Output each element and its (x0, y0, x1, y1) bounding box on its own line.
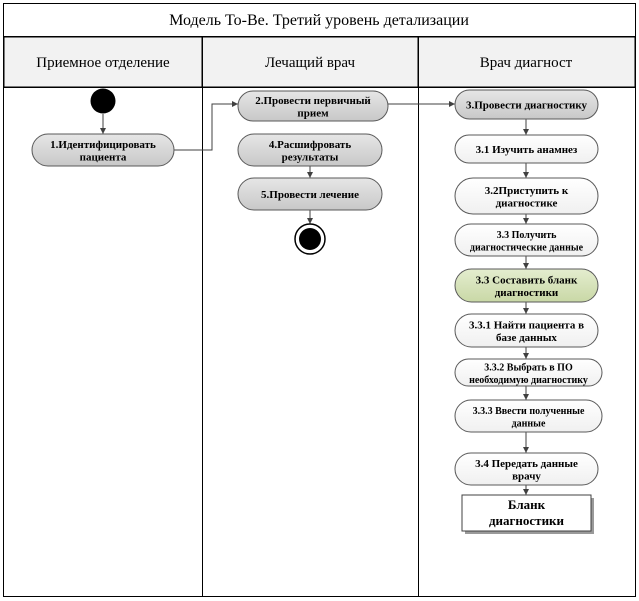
node-label-line: диагностики (495, 287, 559, 299)
node-shape (454, 399, 603, 433)
node-label-line: диагностики (489, 513, 565, 528)
document-box (461, 494, 592, 532)
node-label-line: 5.Провести лечение (261, 189, 359, 201)
node-label-line: 3.3.3 Ввести полученные (473, 406, 585, 417)
node-shape (237, 177, 383, 211)
lane-label-physician: Лечащий врач (265, 55, 356, 71)
node-label-line: 3.3.1 Найти пациента в (469, 319, 584, 331)
node-label-line: данные (512, 418, 546, 429)
node-label-line: 2.Провести первичный (255, 95, 371, 107)
lane-label-reception: Приемное отделение (36, 55, 170, 71)
node-shape (454, 177, 599, 215)
node-label-line: 4.Расшифровать (269, 139, 351, 151)
node-label-line: 3.3 Получить (497, 230, 558, 241)
node-label-line: прием (297, 107, 329, 119)
node-shape (454, 223, 599, 257)
node-label-line: 3.3.2 Выбрать в ПО (484, 362, 573, 373)
node-label-line: врачу (512, 470, 541, 482)
node-shape (454, 268, 599, 303)
node-label-line: 1.Идентифицировать (50, 139, 156, 151)
node-label-line: 3.3 Составить бланк (476, 274, 578, 286)
start-node (90, 88, 116, 114)
node-label-line: диагностические данные (470, 242, 584, 253)
node-conduct-treatment: 5.Провести лечение (237, 177, 383, 211)
end-node (294, 223, 326, 255)
lane-header-diagnostician (417, 36, 636, 88)
lane-header-reception (3, 36, 203, 88)
node-label-line: пациента (80, 151, 127, 163)
node-label-line: результаты (282, 151, 339, 163)
node-label-line: диагностике (496, 197, 558, 209)
lane-label-diagnostician: Врач диагност (480, 55, 573, 71)
node-label-line: базе данных (496, 332, 557, 344)
node-label-line: Бланк (508, 497, 546, 512)
node-label-line: 3.Провести диагностику (466, 100, 588, 112)
node-shape (454, 358, 603, 387)
node-shape (237, 133, 383, 167)
node-label-line: 3.2Приступить к (485, 185, 569, 197)
node-shape (454, 313, 599, 348)
node-conduct-diagnostics: 3.Провести диагностику (454, 89, 599, 120)
node-shape (454, 452, 599, 486)
node-label-line: 3.1 Изучить анамнез (476, 144, 578, 156)
diagram-title: Модель To-Be. Третий уровень детализации (169, 12, 469, 29)
node-shape (237, 90, 389, 122)
node-shape (454, 89, 599, 120)
node-shape (31, 133, 175, 167)
node-study-anamnesis: 3.1 Изучить анамнез (454, 134, 599, 164)
edges (100, 101, 529, 495)
node-shape (454, 134, 599, 164)
node-label-line: 3.4 Передать данные (475, 458, 578, 470)
node-select-diagnostic-sw: 3.3.2 Выбрать в ПО необходимую диагностик… (454, 358, 603, 387)
edge-n1-n2 (174, 101, 238, 151)
node-label-line: необходимую диагностику (469, 375, 588, 386)
